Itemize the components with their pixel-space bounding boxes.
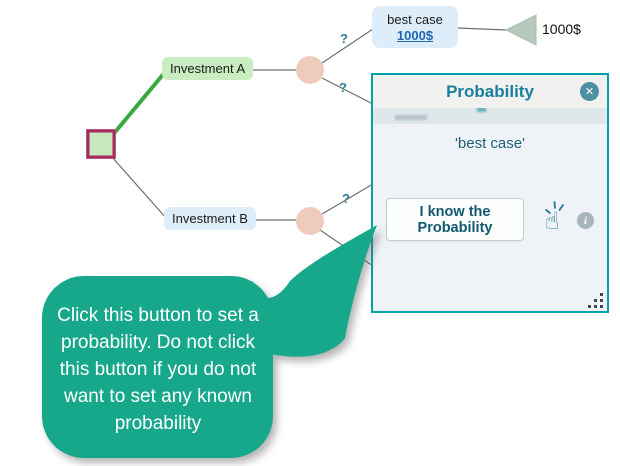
clipped-content-remnant (477, 108, 486, 112)
edge-best-case-to-terminal[interactable] (457, 27, 507, 31)
chance-node-b[interactable] (296, 207, 324, 235)
hand-glyph: ☝ (545, 208, 560, 233)
tooltip-message: Click this button to set a probability. … (57, 305, 259, 434)
resize-grip[interactable] (588, 293, 603, 308)
terminal-payoff-value: 1000$ (542, 21, 581, 37)
probability-placeholder-a1[interactable]: ? (340, 31, 348, 46)
click-spark-lines (545, 201, 564, 214)
dialog-node-reference: 'best case' (455, 135, 525, 152)
edge-decision-to-a-selected[interactable] (109, 69, 168, 139)
branch-label-investment-a[interactable]: Investment A (162, 57, 254, 80)
probability-placeholder-b1[interactable]: ? (342, 191, 350, 206)
edge-chance-a-best-case[interactable] (321, 28, 374, 64)
outcome-label-best-case[interactable]: best case 1000$ (372, 6, 458, 48)
close-icon[interactable]: ✕ (580, 82, 599, 101)
edge-chance-b-upper[interactable] (321, 183, 374, 215)
edge-chance-a-lower[interactable] (321, 77, 374, 105)
edge-chance-b-lower[interactable] (319, 229, 374, 267)
dialog-header[interactable]: Probability (373, 75, 607, 108)
branch-label-investment-b[interactable]: Investment B (164, 207, 256, 230)
outcome-value-link[interactable]: 1000$ (396, 27, 434, 43)
clipped-content-strip (373, 108, 607, 124)
terminal-node[interactable] (504, 14, 537, 46)
info-icon[interactable]: i (577, 212, 594, 229)
clipped-content-remnant (395, 115, 427, 120)
chance-node-a[interactable] (296, 56, 324, 84)
know-probability-button[interactable]: I know the Probability (386, 198, 524, 241)
dialog-title: Probability (446, 82, 534, 101)
probability-dialog: Probability ✕ 'best case' I know the Pro… (371, 73, 609, 313)
probability-placeholder-a2[interactable]: ? (339, 80, 347, 95)
hand-click-icon: ☝ (545, 201, 564, 233)
edge-decision-to-b[interactable] (111, 156, 168, 220)
outcome-name: best case (387, 11, 443, 27)
decision-node[interactable] (86, 129, 116, 159)
